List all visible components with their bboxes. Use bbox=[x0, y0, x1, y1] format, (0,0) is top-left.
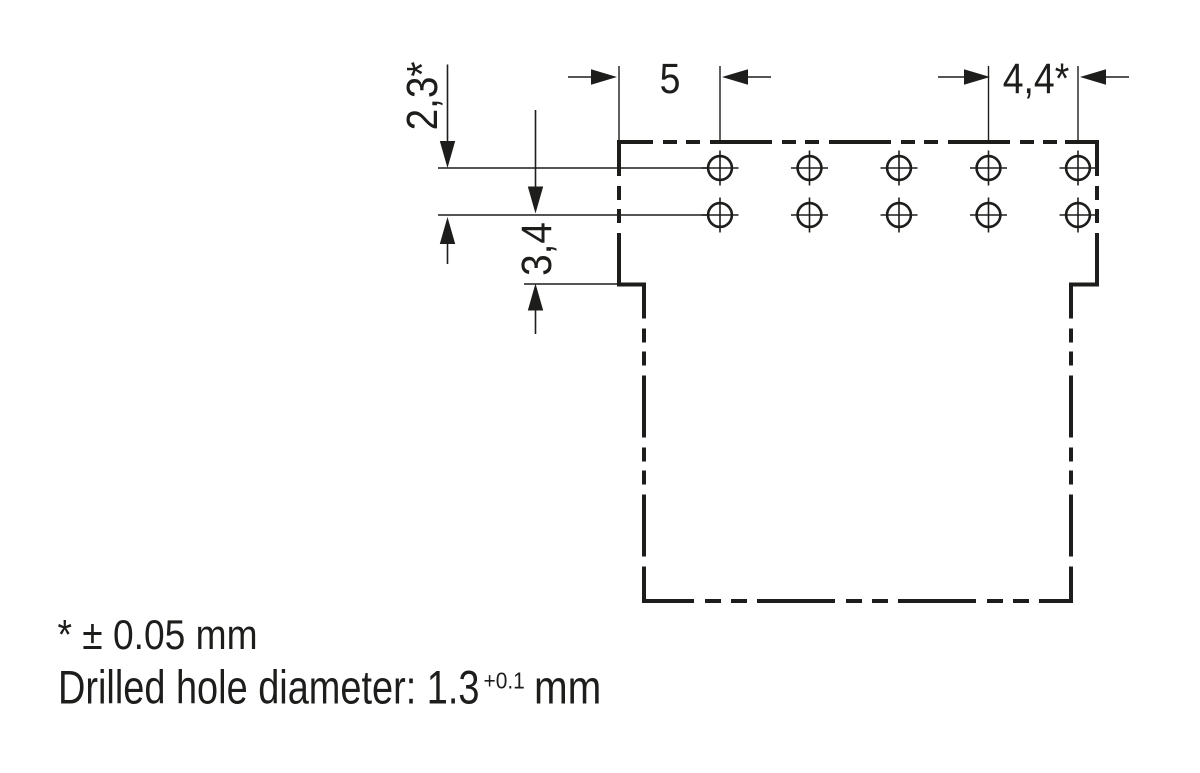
svg-text:4,4*: 4,4* bbox=[1003, 55, 1070, 103]
svg-text:5: 5 bbox=[660, 55, 681, 103]
svg-text:+0.1: +0.1 bbox=[484, 667, 525, 693]
svg-text:3,4: 3,4 bbox=[512, 222, 560, 276]
svg-text:Drilled hole diameter: 1.3: Drilled hole diameter: 1.3 bbox=[58, 662, 479, 715]
svg-text:2,3*: 2,3* bbox=[397, 62, 447, 131]
svg-text:mm: mm bbox=[534, 662, 601, 715]
svg-text:* ± 0.05 mm: * ± 0.05 mm bbox=[58, 612, 258, 659]
